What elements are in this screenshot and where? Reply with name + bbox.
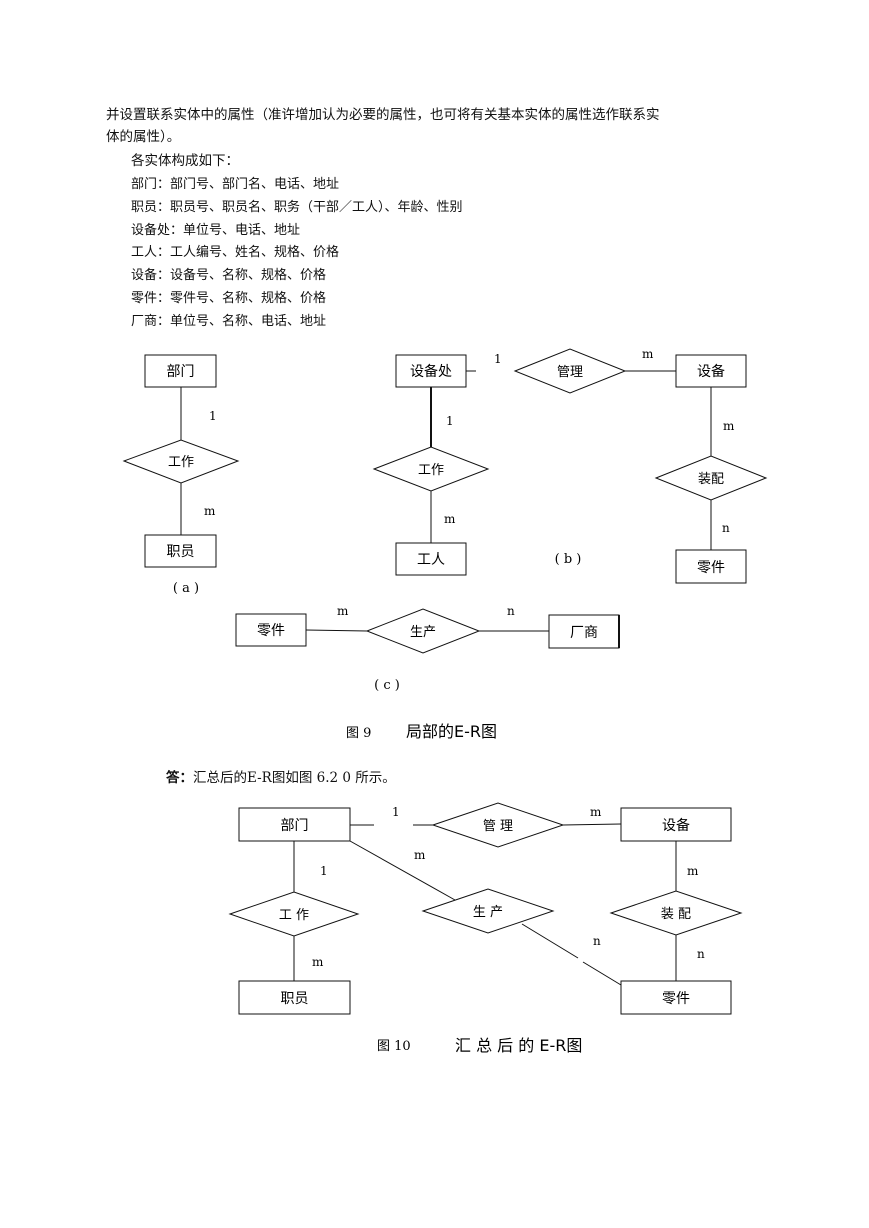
svg-text:职员: 职员 xyxy=(167,544,195,560)
entity-def-equipment: 设备：设备号、名称、规格、价格 xyxy=(131,268,327,283)
svg-text:管理: 管理 xyxy=(557,365,583,380)
card-b-work-worker: m xyxy=(444,512,456,526)
relation-work: 工 作 xyxy=(228,891,360,937)
entity-vendor-c: 厂商 xyxy=(548,614,620,649)
svg-text:零件: 零件 xyxy=(257,623,285,639)
svg-text:工人: 工人 xyxy=(417,552,445,568)
svg-text:工作: 工作 xyxy=(168,455,194,470)
card-assemble-part: n xyxy=(697,947,705,961)
svg-text:职员: 职员 xyxy=(281,991,309,1007)
card-c-left: m xyxy=(337,604,349,618)
card-a-top: 1 xyxy=(209,409,217,423)
entity-equipment-b: 设备 xyxy=(675,354,747,388)
svg-text:设备处: 设备处 xyxy=(410,363,452,380)
entity-staff: 职员 xyxy=(238,980,351,1015)
svg-text:装配: 装配 xyxy=(698,472,724,487)
relation-assemble-b: 装配 xyxy=(654,455,768,501)
relation-work-b: 工作 xyxy=(372,446,490,492)
relation-produce: 生 产 xyxy=(421,888,555,934)
fig10-caption-title: 汇 总 后 的 E-R图 xyxy=(455,1036,582,1055)
answer-label: 答： xyxy=(166,770,193,786)
entity-part: 零件 xyxy=(620,980,732,1015)
entity-def-vendor: 厂商：单位号、名称、电话、地址 xyxy=(131,314,327,329)
svg-text:工作: 工作 xyxy=(418,463,444,478)
svg-text:管 理: 管 理 xyxy=(483,819,513,834)
relation-manage-b: 管理 xyxy=(513,348,627,394)
card-b-office-work: 1 xyxy=(446,414,454,428)
entities-heading: 各实体构成如下： xyxy=(131,153,239,169)
svg-text:部门: 部门 xyxy=(281,818,309,834)
label-c: ( c ) xyxy=(374,678,400,693)
entity-def-worker: 工人：工人编号、姓名、规格、价格 xyxy=(131,245,340,260)
card-b-equipment-assemble: m xyxy=(723,419,735,433)
fig10-caption-num: 图 10 xyxy=(377,1039,411,1054)
relation-work-a: 工作 xyxy=(122,439,240,484)
svg-text:零件: 零件 xyxy=(697,560,725,576)
svg-text:部门: 部门 xyxy=(167,364,195,380)
card-work-staff: m xyxy=(312,955,324,969)
entity-part-c: 零件 xyxy=(235,613,307,647)
entity-def-staff: 职员：职员号、职员名、职务（干部／工人）、年龄、性别 xyxy=(131,200,463,215)
card-equipment-assemble: m xyxy=(687,864,699,878)
label-b: ( b ) xyxy=(555,552,582,567)
entity-def-office: 设备处：单位号、电话、地址 xyxy=(131,223,301,238)
card-b-manage-equipment: m xyxy=(642,347,654,361)
relation-produce-c: 生产 xyxy=(365,608,481,654)
card-manage-equipment: m xyxy=(590,805,602,819)
entity-equipment: 设备 xyxy=(620,807,732,842)
card-dept-produce: m xyxy=(414,848,426,862)
figure-9-diagram: 部门 工作 职员 1 m ( a ) 设备处 管理 设备 工作 工人 装配 零件… xyxy=(122,347,768,741)
fig9-caption-num: 图 9 xyxy=(346,726,371,741)
entity-part-b: 零件 xyxy=(675,549,747,584)
svg-text:设备: 设备 xyxy=(697,363,725,380)
entity-def-part: 零件：零件号、名称、规格、价格 xyxy=(131,291,327,306)
entity-worker-b: 工人 xyxy=(395,542,467,576)
card-a-bottom: m xyxy=(204,504,216,518)
card-c-right: n xyxy=(507,604,515,618)
figure-10-diagram: 部门 管 理 设备 工 作 生 产 装 配 职员 零件 1 m 1 m m n … xyxy=(228,802,743,1055)
entity-dept-a: 部门 xyxy=(144,354,217,388)
svg-text:设备: 设备 xyxy=(662,817,690,834)
entity-staff-a: 职员 xyxy=(144,534,217,568)
fig9-caption-title: 局部的E-R图 xyxy=(406,722,497,741)
svg-text:生 产: 生 产 xyxy=(473,905,503,920)
relation-manage: 管 理 xyxy=(431,802,565,848)
answer-text: 汇总后的E-R图如图 6.2 0 所示。 xyxy=(193,770,396,786)
entity-office-b: 设备处 xyxy=(395,354,467,388)
svg-text:装 配: 装 配 xyxy=(661,907,691,922)
intro-line-2: 体的属性）。 xyxy=(106,129,181,145)
entity-dept: 部门 xyxy=(238,807,351,842)
card-dept-manage: 1 xyxy=(392,805,400,819)
svg-text:生产: 生产 xyxy=(410,625,436,640)
svg-text:零件: 零件 xyxy=(662,991,690,1007)
svg-text:工 作: 工 作 xyxy=(279,908,309,923)
entity-def-dept: 部门：部门号、部门名、电话、地址 xyxy=(131,177,340,192)
card-b-assemble-part: n xyxy=(722,521,730,535)
card-produce-part: n xyxy=(593,934,601,948)
card-b-office-manage: 1 xyxy=(494,352,502,366)
card-dept-work: 1 xyxy=(320,864,328,878)
answer-line: 答：汇总后的E-R图如图 6.2 0 所示。 xyxy=(166,766,396,786)
label-a: ( a ) xyxy=(173,581,199,596)
svg-text:厂商: 厂商 xyxy=(570,625,598,641)
relation-assemble: 装 配 xyxy=(609,890,743,936)
intro-line-1: 并设置联系实体中的属性（准许增加认为必要的属性，也可将有关基本实体的属性选作联系… xyxy=(106,107,660,123)
